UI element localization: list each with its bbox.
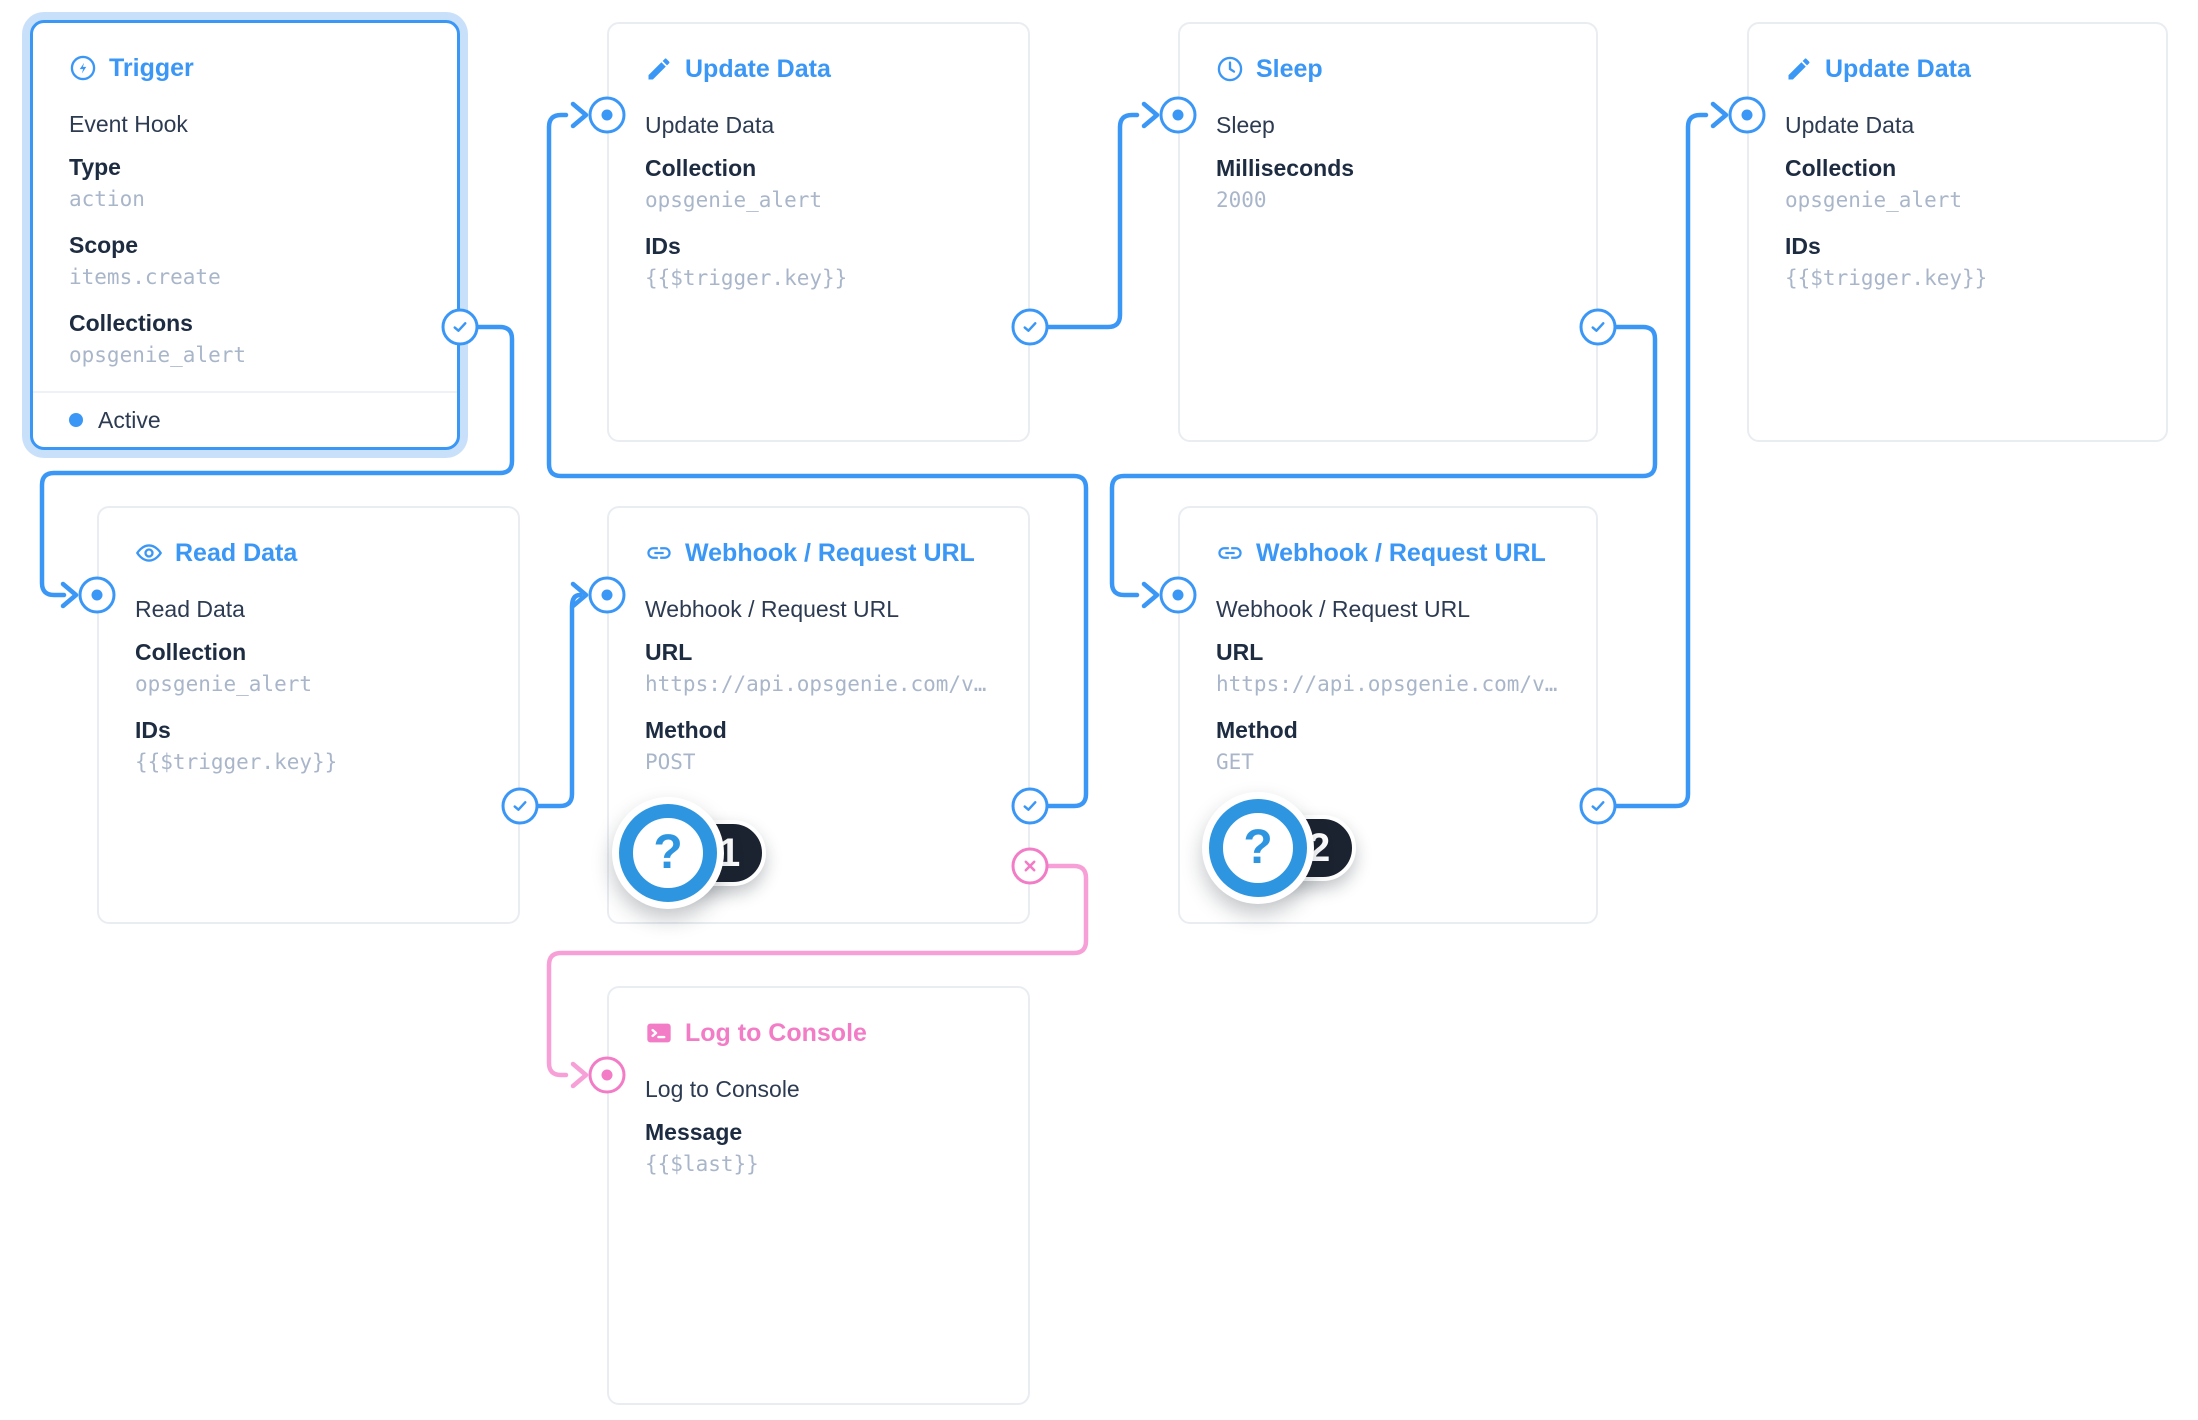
node-update-data-2[interactable]: Update Data Update Data Collection opsge… bbox=[1747, 22, 2168, 442]
field-value: https://api.opsgenie.com/v… bbox=[645, 672, 987, 696]
node-name: Sleep bbox=[1216, 112, 1275, 138]
status-badge: Active bbox=[98, 406, 161, 433]
field-label: URL bbox=[1216, 639, 1264, 665]
trigger-resolve-port[interactable] bbox=[441, 308, 479, 346]
field-value: {{$trigger.key}} bbox=[645, 266, 848, 290]
webhook-post-resolve-port[interactable] bbox=[1011, 787, 1049, 825]
field-value: opsgenie_alert bbox=[645, 188, 823, 212]
wire-sleep-to-webhook-get bbox=[1109, 324, 1658, 598]
sleep-input-port[interactable] bbox=[1159, 96, 1197, 134]
webhook-post-input-port[interactable] bbox=[588, 576, 626, 614]
field-label: Collection bbox=[135, 639, 247, 665]
node-name: Webhook / Request URL bbox=[645, 596, 899, 622]
field-value: action bbox=[69, 187, 145, 211]
wire-read-data-to-webhook-post bbox=[535, 592, 583, 809]
node-log-to-console[interactable]: Log to Console Log to Console Message {{… bbox=[607, 986, 1030, 1405]
field-label: Collections bbox=[69, 310, 193, 336]
field-label: Method bbox=[1216, 717, 1298, 743]
field-label: Type bbox=[69, 154, 121, 180]
field-label: IDs bbox=[645, 233, 681, 259]
trigger-status-bar: Active bbox=[33, 391, 457, 447]
node-name: Log to Console bbox=[645, 1076, 800, 1102]
field-label: Milliseconds bbox=[1216, 155, 1355, 181]
node-title: Update Data bbox=[1825, 55, 1971, 83]
link-icon bbox=[645, 539, 673, 567]
field-value: GET bbox=[1216, 750, 1254, 774]
node-title: Webhook / Request URL bbox=[685, 539, 975, 567]
read-data-resolve-port[interactable] bbox=[501, 787, 539, 825]
node-title: Webhook / Request URL bbox=[1256, 539, 1546, 567]
update-data-1-resolve-port[interactable] bbox=[1011, 308, 1049, 346]
sleep-resolve-port[interactable] bbox=[1579, 308, 1617, 346]
field-value: {{$trigger.key}} bbox=[135, 750, 338, 774]
terminal-icon bbox=[645, 1019, 673, 1047]
pencil-icon bbox=[1785, 55, 1813, 83]
field-value: items.create bbox=[69, 265, 221, 289]
node-sleep[interactable]: Sleep Sleep Milliseconds 2000 bbox=[1178, 22, 1598, 442]
field-value: POST bbox=[645, 750, 696, 774]
field-value: opsgenie_alert bbox=[69, 343, 247, 367]
node-name: Webhook / Request URL bbox=[1216, 596, 1470, 622]
field-label: IDs bbox=[135, 717, 171, 743]
update-data-1-input-port[interactable] bbox=[588, 96, 626, 134]
webhook-post-reject-port[interactable] bbox=[1011, 847, 1049, 885]
field-value: opsgenie_alert bbox=[135, 672, 313, 696]
link-icon bbox=[1216, 539, 1244, 567]
node-title: Sleep bbox=[1256, 55, 1323, 83]
update-data-2-input-port[interactable] bbox=[1728, 96, 1766, 134]
node-update-data-1[interactable]: Update Data Update Data Collection opsge… bbox=[607, 22, 1030, 442]
field-label: Message bbox=[645, 1119, 743, 1145]
field-label: Method bbox=[645, 717, 727, 743]
question-mark-icon: ? bbox=[1202, 792, 1314, 904]
clock-icon bbox=[1216, 55, 1244, 83]
node-name: Update Data bbox=[1785, 112, 1915, 138]
log-to-console-input-port[interactable] bbox=[588, 1056, 626, 1094]
node-title: Update Data bbox=[685, 55, 831, 83]
wire-trigger-to-read-data bbox=[39, 324, 515, 598]
wire-update-data-1-to-sleep bbox=[1045, 112, 1140, 330]
node-title: Log to Console bbox=[685, 1019, 867, 1047]
step-badge-2[interactable]: 2 ? bbox=[1202, 792, 1357, 904]
field-label: IDs bbox=[1785, 233, 1821, 259]
field-value: https://api.opsgenie.com/v… bbox=[1216, 672, 1558, 696]
field-value: opsgenie_alert bbox=[1785, 188, 1963, 212]
wire-webhook-post-to-update-data-1 bbox=[546, 112, 1089, 809]
field-value: {{$last}} bbox=[645, 1152, 759, 1176]
field-label: Scope bbox=[69, 232, 139, 258]
node-name: Read Data bbox=[135, 596, 245, 622]
active-status-dot bbox=[69, 413, 83, 427]
webhook-get-resolve-port[interactable] bbox=[1579, 787, 1617, 825]
pencil-icon bbox=[645, 55, 673, 83]
field-value: 2000 bbox=[1216, 188, 1267, 212]
node-name: Update Data bbox=[645, 112, 775, 138]
node-trigger[interactable]: Trigger Event Hook Type action Scope ite… bbox=[30, 20, 460, 450]
field-label: URL bbox=[645, 639, 693, 665]
question-mark-icon: ? bbox=[612, 797, 724, 909]
node-read-data[interactable]: Read Data Read Data Collection opsgenie_… bbox=[97, 506, 520, 924]
eye-icon bbox=[135, 539, 163, 567]
wire-webhook-post-reject-to-log bbox=[546, 863, 1089, 1078]
node-title: Read Data bbox=[175, 539, 298, 567]
wire-webhook-get-to-update-data-2 bbox=[1613, 112, 1709, 809]
node-name: Event Hook bbox=[69, 111, 188, 137]
field-label: Collection bbox=[645, 155, 757, 181]
field-label: Collection bbox=[1785, 155, 1897, 181]
node-title: Trigger bbox=[109, 54, 194, 82]
zap-circle-icon bbox=[69, 54, 97, 82]
step-badge-1[interactable]: 1 ? bbox=[612, 797, 767, 909]
field-value: {{$trigger.key}} bbox=[1785, 266, 1988, 290]
webhook-get-input-port[interactable] bbox=[1159, 576, 1197, 614]
read-data-input-port[interactable] bbox=[78, 576, 116, 614]
